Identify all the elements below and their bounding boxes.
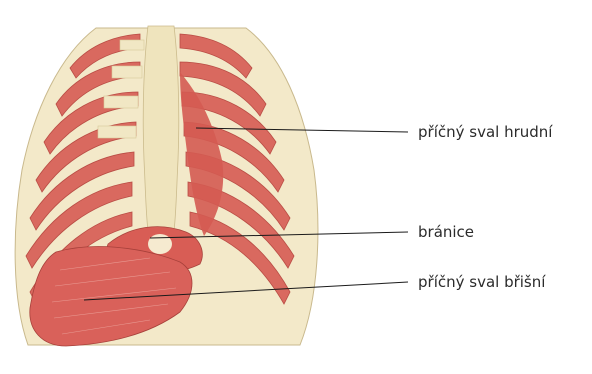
label-transversus-abdominis: příčný sval břišní	[418, 273, 546, 291]
cartilage	[98, 126, 136, 138]
cartilage	[104, 96, 138, 108]
diaphragm-opening	[148, 234, 172, 254]
label-diaphragm: bránice	[418, 223, 474, 241]
label-transversus-thoracis: příčný sval hrudní	[418, 123, 553, 141]
cartilage	[120, 40, 144, 50]
cartilage	[112, 66, 142, 78]
sternum	[143, 26, 179, 255]
rib-cage-illustration	[15, 26, 318, 346]
